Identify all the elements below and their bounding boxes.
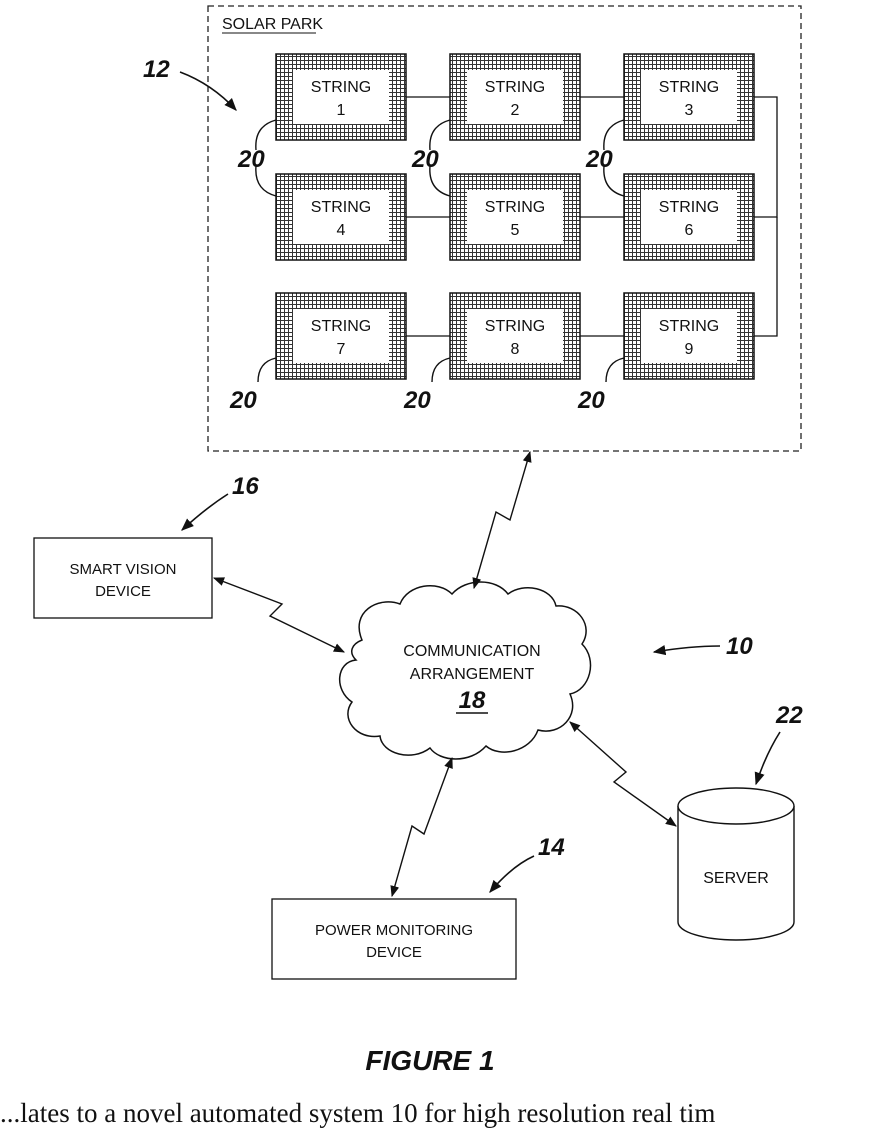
ref-14-leader	[490, 856, 534, 892]
string-4: STRING 4	[276, 174, 406, 260]
body-text-line: ...lates to a novel automated system 10 …	[0, 1098, 890, 1129]
string-3-title: STRING	[659, 79, 719, 96]
server-label: SERVER	[703, 870, 769, 887]
string-4-number: 4	[337, 222, 346, 239]
ref-22-leader	[756, 732, 780, 784]
string-7: STRING 7	[276, 293, 406, 379]
string-8-title: STRING	[485, 318, 545, 335]
string-1: STRING 1	[276, 54, 406, 140]
string-3: STRING 3	[624, 54, 754, 140]
solar-park-label: SOLAR PARK	[222, 16, 323, 33]
ref-16: 16	[232, 473, 259, 500]
power-monitoring-device-box	[272, 899, 516, 979]
ref-20-b: 20	[411, 146, 439, 173]
string-2-number: 2	[511, 102, 520, 119]
string-1-title: STRING	[311, 79, 371, 96]
ref-12: 12	[143, 56, 170, 83]
comm-line1: COMMUNICATION	[403, 643, 540, 660]
ref-10: 10	[726, 633, 753, 660]
ref-20-f: 20	[577, 387, 605, 414]
smart-vision-device-line2: DEVICE	[95, 583, 151, 600]
ref-10-leader	[654, 646, 720, 652]
figure-caption: FIGURE 1	[365, 1045, 494, 1076]
string-5-number: 5	[511, 222, 520, 239]
string-9-number: 9	[685, 341, 694, 358]
string-2: STRING 2	[450, 54, 580, 140]
string-5-title: STRING	[485, 199, 545, 216]
string-4-title: STRING	[311, 199, 371, 216]
ref-22: 22	[775, 702, 803, 729]
server	[678, 788, 794, 940]
ref-14: 14	[538, 834, 565, 861]
string-1-number: 1	[337, 102, 346, 119]
ref-20-d: 20	[229, 387, 257, 414]
smart-vision-device-box	[34, 538, 212, 618]
ref-20-c: 20	[585, 146, 613, 173]
string-8: STRING 8	[450, 293, 580, 379]
comm-line2: ARRANGEMENT	[410, 666, 535, 683]
string-6: STRING 6	[624, 174, 754, 260]
ref-16-leader	[182, 494, 228, 530]
power-monitoring-line2: DEVICE	[366, 944, 422, 961]
string-3-number: 3	[685, 102, 694, 119]
string-9-title: STRING	[659, 318, 719, 335]
string-5: STRING 5	[450, 174, 580, 260]
ref-20-a: 20	[237, 146, 265, 173]
ref-18: 18	[459, 687, 486, 714]
string-8-number: 8	[511, 341, 520, 358]
ref-20-e: 20	[403, 387, 431, 414]
string-7-number: 7	[337, 341, 346, 358]
string-7-title: STRING	[311, 318, 371, 335]
power-monitoring-line1: POWER MONITORING	[315, 922, 473, 939]
string-6-title: STRING	[659, 199, 719, 216]
string-2-title: STRING	[485, 79, 545, 96]
smart-vision-device-line1: SMART VISION	[70, 561, 177, 578]
string-9: STRING 9	[624, 293, 754, 379]
string-6-number: 6	[685, 222, 694, 239]
